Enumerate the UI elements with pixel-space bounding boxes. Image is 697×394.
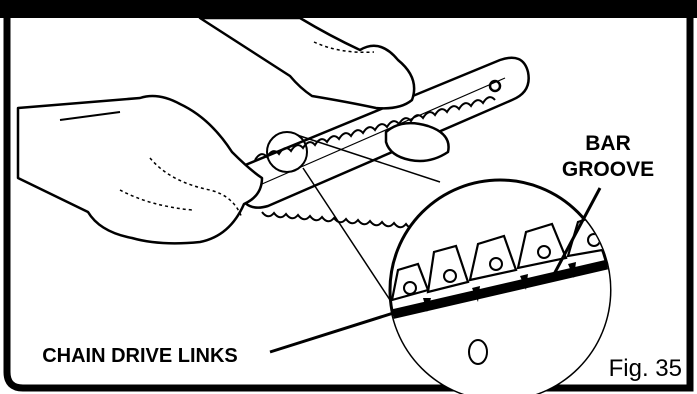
figure-number: Fig. 35 (609, 355, 682, 382)
bar-groove-label-line2: GROOVE (562, 158, 654, 181)
bar-groove-label-line1: BAR (585, 132, 631, 155)
upper-gloved-hand (200, 18, 414, 108)
left-gloved-hand (18, 96, 262, 243)
chain-drive-links-label: CHAIN DRIVE LINKS (42, 345, 238, 367)
magnified-detail (380, 180, 640, 394)
